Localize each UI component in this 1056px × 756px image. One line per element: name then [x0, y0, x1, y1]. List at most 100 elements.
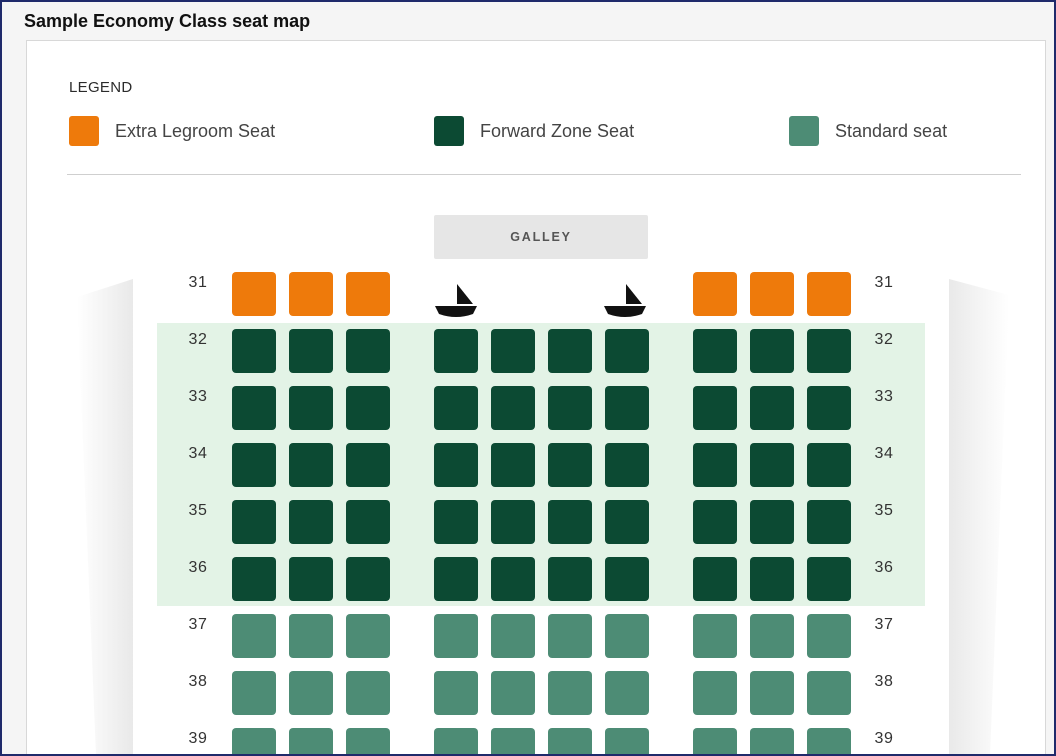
seat-34-4[interactable]	[434, 443, 478, 487]
seat-34-8[interactable]	[693, 443, 737, 487]
seat-39-3[interactable]	[346, 728, 390, 754]
seat-35-7[interactable]	[605, 500, 649, 544]
seat-34-1[interactable]	[232, 443, 276, 487]
seat-35-8[interactable]	[693, 500, 737, 544]
seat-36-2[interactable]	[289, 557, 333, 601]
seat-34-6[interactable]	[548, 443, 592, 487]
seat-34-7[interactable]	[605, 443, 649, 487]
seat-36-6[interactable]	[548, 557, 592, 601]
seat-33-10[interactable]	[807, 386, 851, 430]
seat-35-3[interactable]	[346, 500, 390, 544]
seat-32-5[interactable]	[491, 329, 535, 373]
seat-34-5[interactable]	[491, 443, 535, 487]
seat-32-7[interactable]	[605, 329, 649, 373]
legend-swatch-forward-zone	[434, 116, 464, 146]
seat-38-1[interactable]	[232, 671, 276, 715]
seat-37-10[interactable]	[807, 614, 851, 658]
seat-34-3[interactable]	[346, 443, 390, 487]
row-number-right: 31	[874, 274, 894, 291]
seat-32-3[interactable]	[346, 329, 390, 373]
seat-35-1[interactable]	[232, 500, 276, 544]
legend-label-standard: Standard seat	[835, 120, 948, 141]
seat-33-7[interactable]	[605, 386, 649, 430]
legend-item-forward-zone: Forward Zone Seat	[434, 115, 634, 147]
seat-map-card: LEGEND Extra Legroom Seat Forward Zone S…	[26, 40, 1046, 754]
seat-36-4[interactable]	[434, 557, 478, 601]
seat-35-9[interactable]	[750, 500, 794, 544]
seat-34-10[interactable]	[807, 443, 851, 487]
seat-36-1[interactable]	[232, 557, 276, 601]
seat-33-8[interactable]	[693, 386, 737, 430]
seat-37-3[interactable]	[346, 614, 390, 658]
seat-34-9[interactable]	[750, 443, 794, 487]
seat-35-10[interactable]	[807, 500, 851, 544]
seat-31-1[interactable]	[232, 272, 276, 316]
seat-39-5[interactable]	[491, 728, 535, 754]
seat-39-4[interactable]	[434, 728, 478, 754]
seat-37-4[interactable]	[434, 614, 478, 658]
row-number-right: 38	[874, 673, 894, 690]
seat-33-1[interactable]	[232, 386, 276, 430]
seat-33-6[interactable]	[548, 386, 592, 430]
row-number-left: 31	[188, 274, 208, 291]
seat-31-8[interactable]	[693, 272, 737, 316]
row-number-left: 32	[188, 331, 208, 348]
seat-37-2[interactable]	[289, 614, 333, 658]
seat-37-6[interactable]	[548, 614, 592, 658]
seat-34-2[interactable]	[289, 443, 333, 487]
seat-39-6[interactable]	[548, 728, 592, 754]
seat-36-10[interactable]	[807, 557, 851, 601]
legend-swatch-standard	[789, 116, 819, 146]
seat-37-9[interactable]	[750, 614, 794, 658]
seat-39-8[interactable]	[693, 728, 737, 754]
seat-36-9[interactable]	[750, 557, 794, 601]
seat-35-4[interactable]	[434, 500, 478, 544]
seat-37-8[interactable]	[693, 614, 737, 658]
seat-31-10[interactable]	[807, 272, 851, 316]
seat-32-2[interactable]	[289, 329, 333, 373]
seat-33-3[interactable]	[346, 386, 390, 430]
seat-39-9[interactable]	[750, 728, 794, 754]
seat-37-7[interactable]	[605, 614, 649, 658]
lavatory-icon	[435, 284, 477, 317]
row-number-left: 34	[188, 445, 208, 462]
seat-32-4[interactable]	[434, 329, 478, 373]
legend-label-forward-zone: Forward Zone Seat	[480, 120, 635, 141]
seat-36-5[interactable]	[491, 557, 535, 601]
seat-32-10[interactable]	[807, 329, 851, 373]
seat-38-2[interactable]	[289, 671, 333, 715]
seat-39-1[interactable]	[232, 728, 276, 754]
seat-39-10[interactable]	[807, 728, 851, 754]
seat-32-9[interactable]	[750, 329, 794, 373]
seat-33-4[interactable]	[434, 386, 478, 430]
seat-33-5[interactable]	[491, 386, 535, 430]
seat-39-2[interactable]	[289, 728, 333, 754]
seat-32-8[interactable]	[693, 329, 737, 373]
seat-37-5[interactable]	[491, 614, 535, 658]
seat-38-4[interactable]	[434, 671, 478, 715]
seat-35-2[interactable]	[289, 500, 333, 544]
seat-37-1[interactable]	[232, 614, 276, 658]
seat-38-8[interactable]	[693, 671, 737, 715]
seat-31-2[interactable]	[289, 272, 333, 316]
seat-32-6[interactable]	[548, 329, 592, 373]
seat-38-3[interactable]	[346, 671, 390, 715]
seat-31-9[interactable]	[750, 272, 794, 316]
seat-39-7[interactable]	[605, 728, 649, 754]
seat-38-6[interactable]	[548, 671, 592, 715]
seat-32-1[interactable]	[232, 329, 276, 373]
seat-36-3[interactable]	[346, 557, 390, 601]
seat-36-8[interactable]	[693, 557, 737, 601]
seat-35-6[interactable]	[548, 500, 592, 544]
seat-33-9[interactable]	[750, 386, 794, 430]
seat-38-9[interactable]	[750, 671, 794, 715]
seat-31-3[interactable]	[346, 272, 390, 316]
seat-38-7[interactable]	[605, 671, 649, 715]
lavatory-icon	[604, 284, 646, 317]
seat-38-5[interactable]	[491, 671, 535, 715]
seat-36-7[interactable]	[605, 557, 649, 601]
seat-35-5[interactable]	[491, 500, 535, 544]
seat-33-2[interactable]	[289, 386, 333, 430]
seat-38-10[interactable]	[807, 671, 851, 715]
